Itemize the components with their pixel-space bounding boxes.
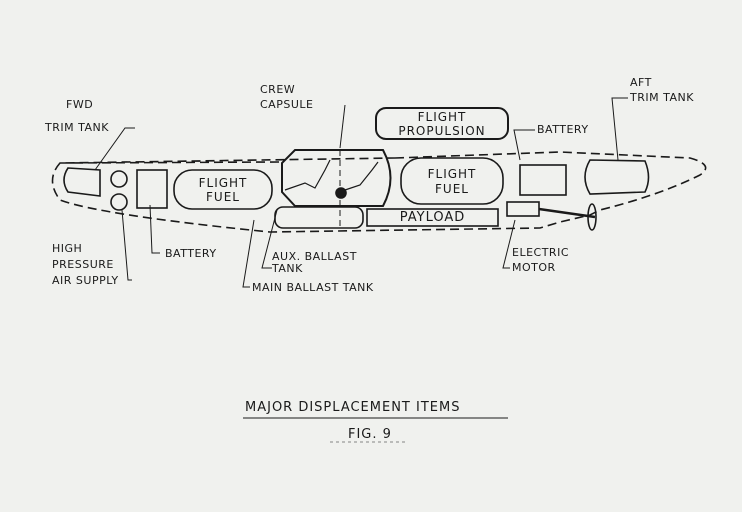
propeller [587, 203, 597, 231]
aux-ballast-tank [274, 206, 364, 229]
fuel-fwd-line1: FLIGHT [198, 176, 248, 190]
fuel-fwd-line2: FUEL [206, 190, 240, 204]
leader-lines [94, 97, 628, 288]
flight-propulsion-box [375, 107, 509, 140]
label-motor: MOTOR [512, 261, 556, 274]
caption-figure: FIG. 9 [348, 427, 392, 442]
fwd-trim-tank [63, 167, 101, 197]
label-aux-ballast-tank: TANK [272, 262, 303, 275]
label-pressure: PRESSURE [52, 258, 114, 271]
flight-fuel-aft-tank [400, 157, 504, 205]
label-air-supply: AIR SUPPLY [52, 274, 119, 287]
battery-fwd [136, 169, 168, 209]
battery-aft [519, 164, 567, 196]
label-aft-trim-tank: TRIM TANK [630, 91, 694, 104]
crew-figures [284, 159, 379, 191]
label-fwd-trim-tank: TRIM TANK [45, 121, 109, 134]
payload-box [366, 208, 499, 227]
fuel-aft-line2: FUEL [435, 182, 469, 196]
label-main-ballast: MAIN BALLAST TANK [252, 281, 374, 294]
aft-trim-tank [584, 159, 650, 195]
label-aux-ballast: AUX. BALLAST [272, 250, 357, 263]
payload-label: PAYLOAD [399, 210, 466, 225]
label-capsule: CAPSULE [260, 98, 314, 111]
air-bottle-2 [110, 193, 128, 211]
label-propulsion: PROPULSION [398, 124, 486, 138]
label-fwd: FWD [66, 98, 94, 111]
hull-outline [51, 151, 707, 233]
label-electric: ELECTRIC [512, 246, 569, 259]
caption-title: MAJOR DISPLACEMENT ITEMS [245, 400, 461, 415]
crew-capsule [281, 149, 392, 207]
flight-fuel-fwd-tank [173, 169, 273, 210]
air-bottle-1 [110, 170, 128, 188]
label-battery-fwd: BATTERY [165, 247, 217, 260]
label-aft: AFT [630, 76, 652, 89]
fuel-aft-line1: FLIGHT [427, 167, 477, 181]
electric-motor [506, 201, 540, 217]
label-flight: FLIGHT [417, 110, 467, 124]
ballast-marker [335, 187, 347, 199]
label-crew: CREW [260, 83, 296, 96]
label-battery-aft: BATTERY [537, 123, 589, 136]
label-high: HIGH [52, 242, 83, 255]
